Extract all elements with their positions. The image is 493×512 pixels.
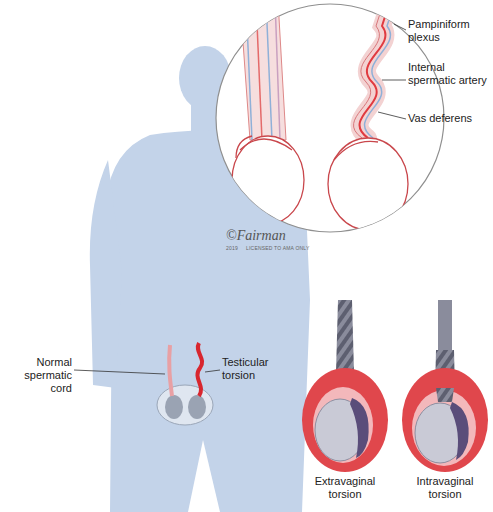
license-note: LICENSED TO AMA ONLY xyxy=(246,245,336,251)
signature: ©Fairman xyxy=(226,228,316,243)
figure-label: Intravaginal torsion xyxy=(400,475,490,501)
leader-line xyxy=(394,24,406,30)
leader-line xyxy=(378,112,406,119)
leader-line xyxy=(205,370,220,372)
figure-label: Extravaginal torsion xyxy=(300,475,390,501)
part-label: Vas deferens xyxy=(408,112,490,125)
leader-line xyxy=(74,370,165,374)
part-label: Testicular torsion xyxy=(222,356,292,382)
part-label: Pampiniform plexus xyxy=(408,18,490,44)
inset-illustration xyxy=(232,0,408,230)
extravaginal-figure xyxy=(302,300,388,472)
part-label: Normal spermatic cord xyxy=(2,356,72,395)
leg-gap xyxy=(188,440,220,512)
part-label: Internal spermatic artery xyxy=(408,61,490,87)
intravaginal-figure xyxy=(402,300,488,472)
small-scrotum xyxy=(157,343,213,425)
leader-line xyxy=(382,80,406,81)
